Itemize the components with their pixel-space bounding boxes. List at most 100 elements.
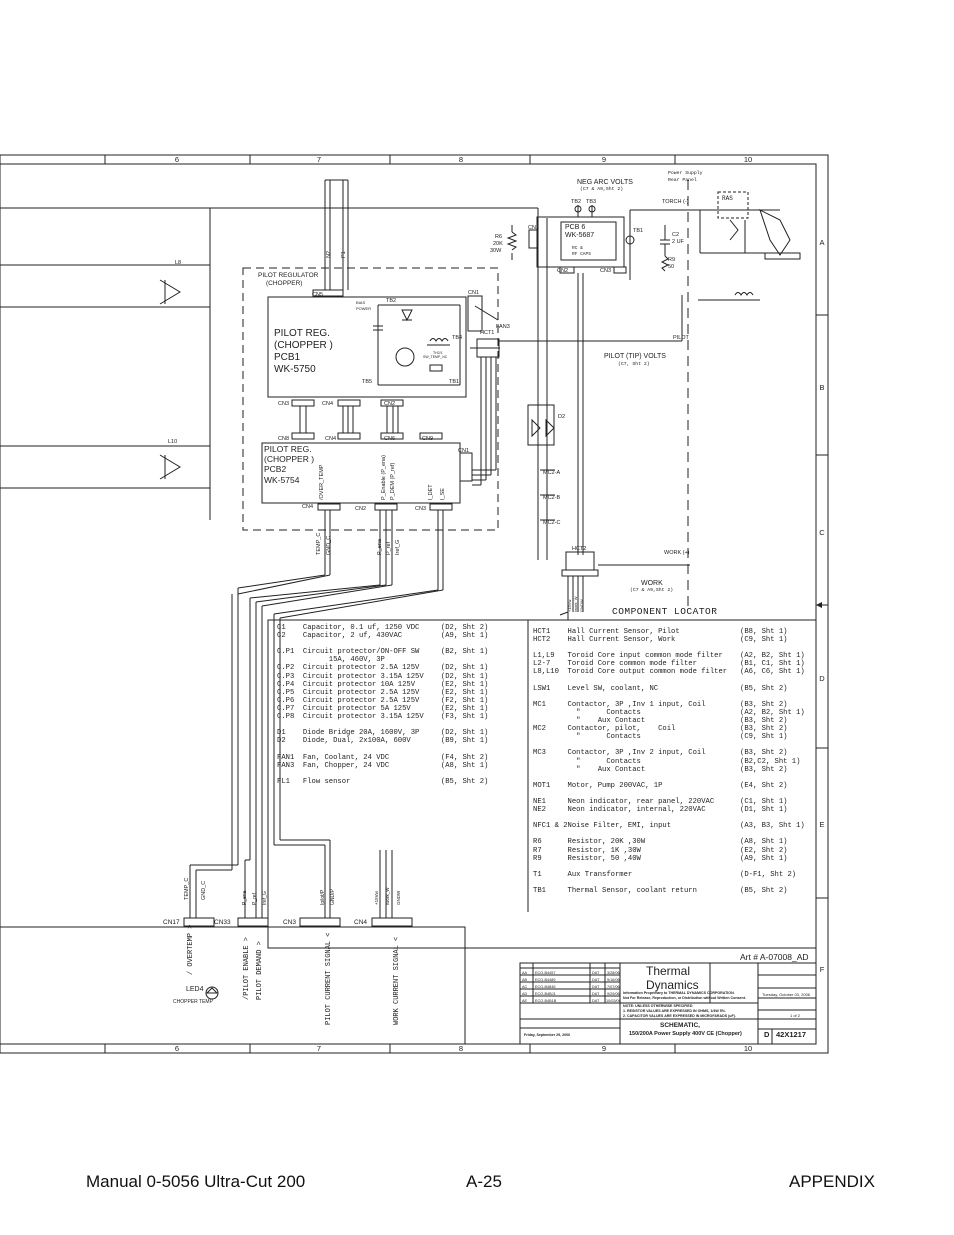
rev-cell: AC: [522, 985, 528, 989]
control-signal: /PILOT ENABLE >: [243, 937, 251, 1000]
component-row: FL1 Flow sensor (B5, Sht 2): [277, 777, 489, 786]
rev-cell: ECO-B4BJ1: [535, 992, 556, 996]
cn5-connector: [312, 289, 344, 297]
pcb6-title: PCB 6: [565, 224, 585, 231]
pcb2-pin: P_Enable (P_ena): [381, 455, 387, 500]
connector-label: CN1: [528, 225, 539, 231]
wire-label: N2: [326, 251, 332, 258]
component-row: " Contacts (B2,C2, Sht 1): [533, 757, 801, 766]
pilot-tip-volts: PILOT (TIP) VOLTS: [604, 353, 666, 360]
grid-num: 10: [744, 155, 752, 164]
work-label: WORK: [641, 580, 663, 587]
sheet-value: 1 of 2: [790, 1013, 801, 1018]
footer-section: APPENDIX: [789, 1172, 875, 1191]
connector-label: CN4: [325, 436, 336, 442]
d2-label: D2: [558, 414, 565, 420]
connector-label: CN2: [557, 268, 568, 274]
pcb6-sub: RF CAPS: [572, 251, 591, 257]
date-value: Tuesday, October 03, 2006: [762, 992, 811, 997]
rev-cell: ECO-B4B1B: [535, 999, 557, 1003]
component-row: C2 Capacitor, 2 uf, 430VAC (A9, Sht 1): [277, 632, 489, 641]
component-row: HCT1 Hall Current Sensor, Pilot (B8, Sht…: [533, 628, 788, 636]
fan3-label: FAN3: [496, 324, 510, 330]
component-row: [277, 745, 488, 753]
component-row: NE2 Neon indicator, internal, 220VAC (D1…: [533, 806, 788, 815]
dwg-no: 42X1217: [776, 1030, 806, 1039]
rev-cell: 5/16/06: [607, 978, 620, 982]
connector-label: CN2: [355, 506, 366, 512]
signal-label: Ipilot/P: [320, 889, 326, 905]
grid-num: 9: [602, 1044, 606, 1053]
pilot-label: PILOT: [673, 335, 690, 341]
mc2-label: MC2-A: [543, 470, 560, 476]
pilot-regulator-label: PILOT REGULATOR: [258, 272, 319, 279]
component-row: [533, 814, 805, 822]
wire-label: P1: [341, 251, 347, 258]
grid-num: 7: [317, 155, 321, 164]
component-row: [533, 693, 805, 701]
toroid-box-l8: [0, 264, 211, 308]
brand-dynamics: Dynamics: [646, 978, 699, 992]
pcb2-pin: I_DET: [428, 484, 434, 500]
pcb2-pin: P_DEM (P_ref): [390, 463, 396, 500]
rev-cell: AA: [522, 971, 528, 975]
r6-label: R6: [495, 234, 502, 240]
pcb6-sub: RC &: [572, 245, 583, 251]
connector-label: CN9: [422, 436, 433, 442]
connector-label: CN4: [302, 504, 313, 510]
signal-label: P_ena: [377, 538, 383, 555]
pcb1-title: PILOT REG.: [274, 328, 330, 339]
connector-label: CN3: [283, 919, 296, 926]
grid-letter: F: [820, 965, 825, 974]
component-row: " Aux Contact (B3, Sht 2): [533, 717, 788, 726]
rev-cell: DAT: [592, 999, 600, 1003]
connector-label: CN4: [322, 401, 333, 407]
component-row: T1 Aux Transformer (D-F1, Sht 2): [533, 870, 797, 879]
component-row: FAN3 Fan, Chopper, 24 VDC (A8, Sht 1): [277, 761, 489, 770]
pcb2-pin: /OVER_TEMP: [319, 464, 325, 500]
signal-label: Iwork_W: [573, 596, 578, 612]
component-list-left: C1 Capacitor, 0.1 uf, 1250 VDC (D2, Sht …: [277, 624, 488, 786]
component-row: MC2 Contactor, pilot, Coil (B3, Sht 2): [533, 725, 788, 734]
brand-thermal: Thermal: [646, 964, 690, 978]
control-board-box: [0, 926, 466, 1045]
rev-cell: 3/28/06: [607, 971, 620, 975]
art-number: Art # A-07008_AD: [740, 952, 809, 962]
grid-num: 6: [175, 1044, 179, 1053]
connector-label: CN3: [415, 506, 426, 512]
rev-cell: 10/03/06: [606, 999, 621, 1003]
torch-icon: [759, 209, 791, 256]
pcb2-title: PCB2: [264, 464, 286, 474]
grid-num: 6: [175, 155, 179, 164]
component-row: NE1 Neon indicator, rear panel, 220VAC (…: [533, 797, 788, 806]
last-modified: Friday, September 29, 2006: [524, 1033, 570, 1037]
footer-page: A-25: [466, 1172, 502, 1191]
pcb2-pin: I_SE: [440, 488, 446, 500]
component-row: L8,L10 Toroid Core output common mode fi…: [533, 668, 805, 677]
component-row: TB1 Thermal Sensor, coolant return (B5, …: [533, 887, 788, 895]
rev-cell: AB: [522, 978, 528, 982]
signal-label: Iwork_W: [385, 887, 390, 905]
pcb1-title: (CHOPPER ): [274, 340, 333, 351]
signal-label: GNDW: [579, 599, 584, 612]
component-row: R7 Resistor, 1K ,30W (E2, Sht 2): [533, 846, 788, 855]
c2-label: C2: [672, 232, 679, 238]
rev-cell: ECO-B4457: [535, 971, 555, 975]
schematic-inner-frame: [0, 163, 817, 1045]
hct1-label: HCT1: [480, 330, 494, 336]
grid-num: 7: [317, 1044, 321, 1053]
l10-label: L10: [168, 439, 177, 445]
proprietary-note: Information Proprietary to THERMAL DYNAM…: [623, 991, 735, 995]
hct2-sensor: [565, 551, 595, 571]
r9-label: 50: [668, 264, 674, 270]
pcb6-title: WK-5687: [565, 232, 594, 239]
grid-letter: B: [819, 383, 824, 392]
component-row: C.P1 Circuit protector/ON-OFF SW (B2, Sh…: [277, 648, 489, 657]
led4-icon: [205, 986, 219, 1000]
toroid-box-l10: [0, 445, 211, 489]
signal-label: TEMP_C: [316, 533, 322, 555]
rev-cell: 9/29/06: [607, 992, 620, 996]
tb-label: TB3: [586, 199, 596, 205]
control-signal: PILOT CURRENT SIGNAL <: [325, 933, 333, 1025]
component-row: C.P5 Circuit protector 2.5A 125V (E2, Sh…: [277, 688, 489, 697]
